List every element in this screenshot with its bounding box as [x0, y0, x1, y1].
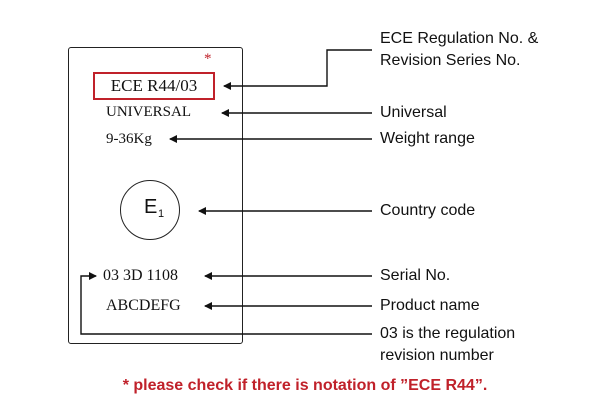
product-name-callout: Product name — [380, 297, 480, 314]
e-mark-country-number: 1 — [158, 208, 165, 220]
country-code-callout: Country code — [380, 202, 476, 219]
revision-callout: 03 is the regulation revision number — [380, 323, 515, 367]
regulation-callout: ECE Regulation No. & Revision Series No. — [380, 28, 538, 72]
e-mark-circle: E 1 — [120, 180, 180, 240]
serial-number-text: 03 3D 1108 — [103, 267, 178, 284]
regulation-mark-text: ECE R44/03 — [110, 76, 198, 95]
revision-callout-line1: 03 is the regulation — [380, 325, 516, 342]
asterisk-marker: * — [204, 51, 212, 67]
weight-range-callout: Weight range — [380, 130, 475, 147]
revision-callout-line2: revision number — [380, 347, 494, 364]
serial-callout: Serial No. — [380, 267, 451, 284]
regulation-callout-line1: ECE Regulation No. & — [380, 30, 539, 47]
revision-connector-arrow — [80, 272, 372, 335]
check-notation-note: * please check if there is notation of ”… — [122, 377, 488, 394]
category-text: UNIVERSAL — [106, 104, 191, 120]
regulation-connector-arrow — [223, 49, 372, 90]
approval-label-card — [68, 47, 243, 344]
regulation-mark-highlight-box — [93, 72, 215, 100]
product-name-text: ABCDEFG — [106, 297, 181, 314]
universal-callout: Universal — [380, 104, 447, 121]
e-mark-letter: E — [144, 196, 158, 218]
weight-range-text: 9-36Kg — [106, 131, 152, 147]
regulation-callout-line2: Revision Series No. — [380, 52, 521, 69]
